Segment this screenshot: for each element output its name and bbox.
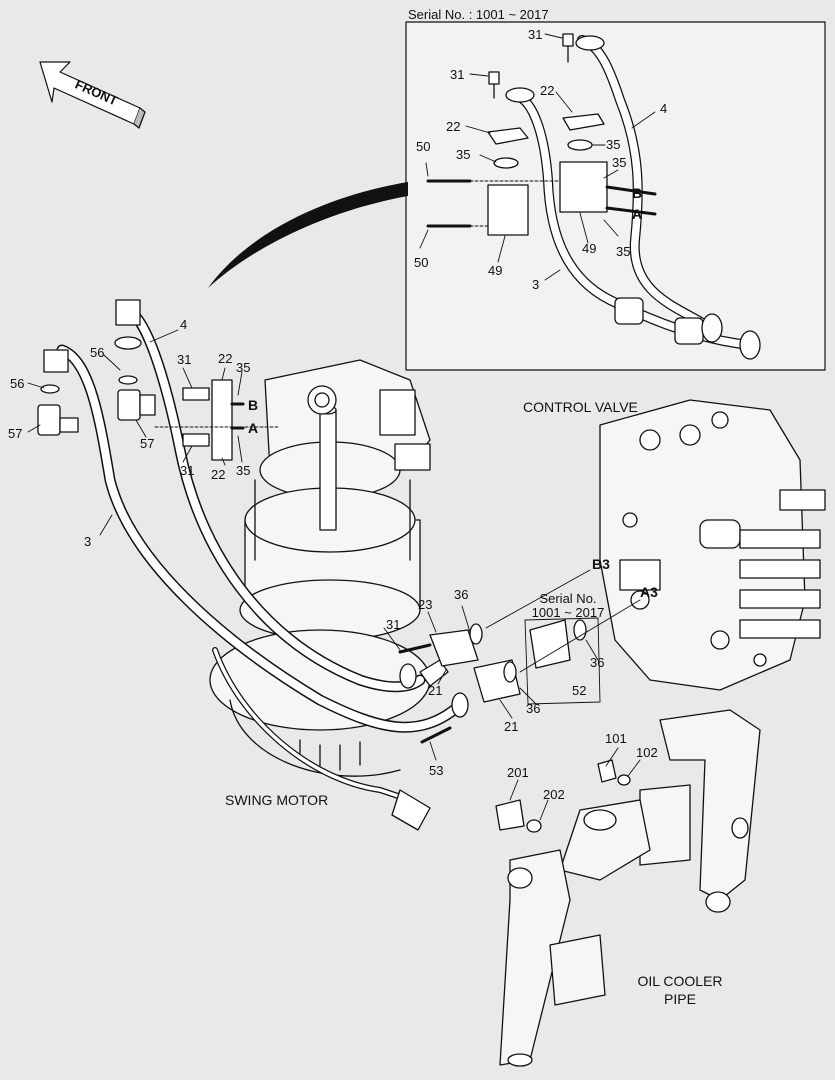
callout-inset-35b: 35: [606, 137, 621, 152]
sub-serial-label-line1: Serial No.: [539, 591, 597, 606]
callout-inset-49b: 49: [582, 241, 597, 256]
callout-main-31c: 31: [386, 617, 401, 632]
inset-port-a-label: A: [632, 206, 643, 222]
callout-inset-35c: 35: [612, 155, 627, 170]
main-hoses: [56, 304, 466, 733]
inset-pointer: [208, 182, 408, 288]
callout-inset-50a: 50: [416, 139, 431, 154]
main-leaders: [27, 329, 641, 821]
control-valve-label: CONTROL VALVE: [523, 399, 638, 415]
callout-main-202: 202: [543, 787, 565, 802]
front-arrow: [39, 61, 146, 129]
swing-motor-body: [209, 359, 431, 831]
callout-main-4: 4: [180, 317, 188, 332]
port-b3-label: B3: [592, 556, 610, 572]
inset-port-b-label: B: [632, 185, 643, 201]
callout-main-31b: 31: [180, 463, 195, 478]
inset-leaders: [419, 33, 657, 281]
callout-inset-31a: 31: [528, 27, 543, 42]
callout-inset-49a: 49: [488, 263, 503, 278]
callout-main-35a: 35: [236, 360, 251, 375]
callout-main-21b: 21: [504, 719, 519, 734]
callout-main-101: 101: [605, 731, 627, 746]
callout-main-21a: 21: [428, 683, 443, 698]
callout-main-201: 201: [507, 765, 529, 780]
callout-inset-22a: 22: [446, 119, 461, 134]
callout-main-52: 52: [572, 683, 587, 698]
callout-main-23: 23: [418, 597, 433, 612]
inset-fittings: [426, 33, 761, 360]
inset-serial-label: Serial No. : 1001 ~ 2017: [408, 7, 549, 22]
callout-inset-35a: 35: [456, 147, 471, 162]
callout-main-36a: 36: [454, 587, 469, 602]
control-valve-body: [599, 399, 826, 691]
callout-main-35b: 35: [236, 463, 251, 478]
port-a-label: A: [248, 420, 259, 436]
callout-inset-3: 3: [532, 277, 540, 292]
callout-main-57a: 57: [8, 426, 23, 441]
callout-inset-31b: 31: [450, 67, 465, 82]
callout-inset-35d: 35: [616, 244, 631, 259]
callout-main-31a: 31: [177, 352, 192, 367]
callout-main-53: 53: [429, 763, 444, 778]
callout-inset-22b: 22: [540, 83, 555, 98]
callout-main-56b: 56: [10, 376, 25, 391]
callout-main-36b: 36: [526, 701, 541, 716]
oil-cooler-label-line1: OIL COOLER: [637, 973, 723, 989]
sub-serial-label-line2: 1001 ~ 2017: [531, 605, 605, 620]
oil-cooler-pipe: [495, 709, 761, 1067]
callout-main-22a: 22: [218, 351, 233, 366]
main-fittings: [37, 299, 587, 744]
callout-main-3: 3: [84, 534, 92, 549]
oil-cooler-label-line2: PIPE: [664, 991, 696, 1007]
callout-inset-50b: 50: [414, 255, 429, 270]
callout-main-22b: 22: [211, 467, 226, 482]
swing-motor-label: SWING MOTOR: [225, 792, 329, 808]
callout-main-36c: 36: [590, 655, 605, 670]
callout-main-57b: 57: [140, 436, 155, 451]
callout-main-56a: 56: [90, 345, 105, 360]
port-a3-label: A3: [640, 584, 658, 600]
callout-inset-4: 4: [660, 101, 668, 116]
serial-box-52: [524, 617, 601, 705]
port-b-label: B: [248, 397, 259, 413]
callout-main-102: 102: [636, 745, 658, 760]
